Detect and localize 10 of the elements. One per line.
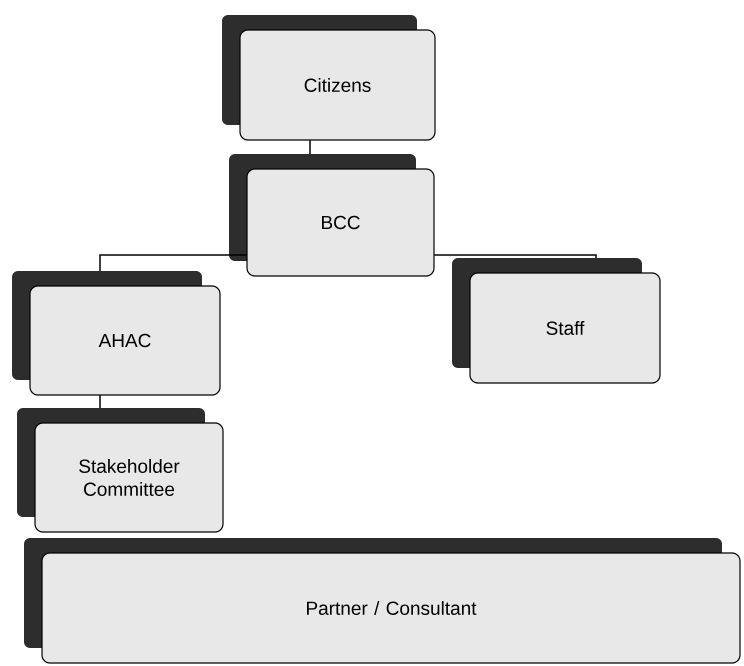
connector-line [99,254,246,271]
connector-line [99,396,101,408]
connector-line [309,140,311,154]
org-box: AHAC [12,270,221,396]
org-box: Staff [452,258,661,384]
connector-line [434,254,597,258]
org-box: Stakeholder Committee [17,408,224,533]
org-box: Partner / Consultant [24,538,741,664]
org-box: BCC [229,154,435,277]
org-box: Citizens [222,15,436,141]
